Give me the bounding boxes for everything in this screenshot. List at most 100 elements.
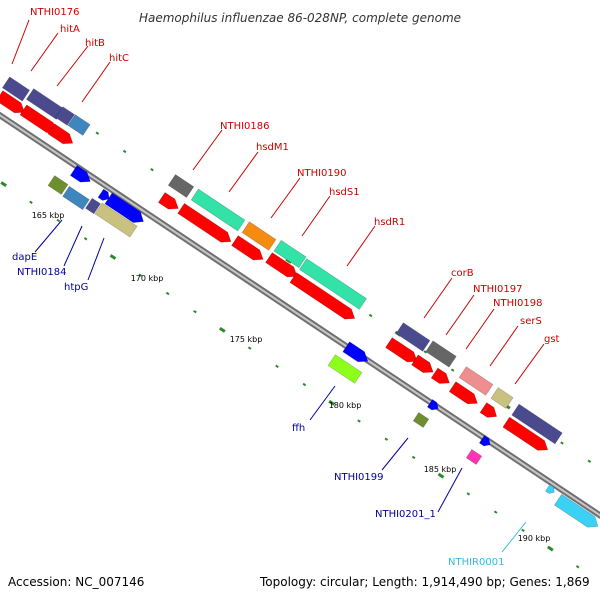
cds-arrow[interactable]	[430, 367, 453, 388]
gene-hitB-shape	[55, 106, 75, 126]
gene-label-hitC[interactable]: hitC	[109, 53, 129, 64]
gene-hsdS1[interactable]	[273, 239, 307, 269]
gene-hsdM1[interactable]	[190, 188, 246, 232]
gene-label-hsdR1[interactable]: hsdR1	[374, 217, 405, 228]
gene-reverse-shape	[342, 341, 369, 363]
gene-serS-shape	[490, 387, 514, 409]
gene-NTHI0197[interactable]	[425, 340, 457, 368]
accession-text: Accession: NC_007146	[8, 575, 144, 589]
gene-corB[interactable]	[395, 322, 431, 352]
gene-reverse-shape	[478, 435, 491, 447]
cds-arrow[interactable]	[289, 272, 358, 323]
gene-gst[interactable]	[511, 403, 563, 445]
minor-tick	[150, 168, 154, 172]
minor-tick	[560, 441, 564, 445]
gene-label-corB[interactable]: corB	[451, 268, 474, 279]
minor-tick	[521, 528, 525, 532]
scale-ticks	[0, 112, 592, 569]
gene-NTHI0176-shape	[1, 76, 31, 102]
cds-arrow[interactable]	[448, 381, 481, 409]
gene-NTHI0199[interactable]	[412, 412, 430, 428]
gene-label-NTHI0186[interactable]: NTHI0186	[220, 121, 270, 132]
gene-hsdR1[interactable]	[299, 258, 367, 310]
gene-label-hitA[interactable]: hitA	[60, 24, 80, 35]
rna-arrow[interactable]	[545, 484, 556, 495]
gene-reverse-shape	[69, 165, 91, 183]
gene-label-NTHI0176[interactable]: NTHI0176	[30, 7, 80, 18]
cds-arrow[interactable]	[157, 192, 181, 213]
gene-label-ffh[interactable]: ffh	[292, 423, 305, 434]
gene-label-NTHIR0001[interactable]: NTHIR0001	[448, 557, 504, 568]
cds-arrow[interactable]	[479, 402, 500, 422]
gene-NTHI0184-shape	[62, 185, 90, 211]
cds-arrow[interactable]	[265, 252, 301, 282]
minor-tick	[193, 310, 197, 314]
gene-label-NTHI0201_1[interactable]: NTHI0201_1	[375, 509, 436, 520]
cds-arrow-shape	[479, 402, 498, 418]
scale-label: 190 kbp	[518, 534, 551, 543]
gene-label-NTHI0198[interactable]: NTHI0198	[493, 298, 543, 309]
gene-dapE[interactable]	[47, 175, 69, 195]
gene-label-serS[interactable]: serS	[520, 316, 542, 327]
gene-hitB[interactable]	[55, 106, 75, 126]
cds-arrow[interactable]	[231, 235, 267, 265]
gene-label-hsdM1[interactable]: hsdM1	[256, 142, 289, 153]
minor-tick	[493, 510, 498, 514]
gene-NTHI0184[interactable]	[62, 185, 90, 211]
gene-label-hsdS1[interactable]: hsdS1	[329, 187, 360, 198]
cds-arrow[interactable]	[47, 123, 76, 148]
rna-leader-line	[501, 521, 527, 553]
gene-label-gst[interactable]: gst	[544, 334, 560, 345]
gene-NTHI0201_1[interactable]	[465, 449, 483, 465]
cds-arrow[interactable]	[502, 416, 551, 455]
minor-tick	[29, 200, 33, 204]
gene-reverse[interactable]	[104, 192, 147, 227]
minor-tick	[423, 350, 428, 354]
gene-hitC[interactable]	[67, 114, 91, 136]
gene-label-hitB[interactable]: hitB	[85, 38, 105, 49]
cds-arrow[interactable]	[411, 354, 437, 377]
gene-NTHI0198[interactable]	[458, 366, 494, 396]
major-tick	[0, 181, 7, 188]
gene-hsdM1-shape	[190, 188, 246, 232]
gene-htpG[interactable]	[94, 202, 138, 238]
gene-label-NTHI0199[interactable]: NTHI0199	[334, 472, 384, 483]
gene-NTHI0184b[interactable]	[85, 197, 101, 215]
gene-serS[interactable]	[490, 387, 514, 409]
minor-tick	[587, 459, 592, 463]
gene-ffh[interactable]	[327, 354, 363, 384]
major-tick	[547, 545, 554, 552]
genome-summary-text: Topology: circular; Length: 1,914,490 bp…	[259, 575, 590, 589]
gene-reverse[interactable]	[478, 435, 492, 448]
gene-label-NTHI0184[interactable]: NTHI0184	[17, 267, 67, 278]
gene-reverse[interactable]	[342, 341, 371, 366]
cds-arrow-shape	[0, 90, 25, 114]
gene-NTHI0186[interactable]	[167, 174, 195, 198]
rna-NTHIR0001[interactable]	[554, 493, 600, 531]
gene-label-dapE[interactable]: dapE	[12, 252, 37, 263]
gene-corB-shape	[395, 322, 431, 352]
scale-label: 165 kbp	[32, 211, 65, 220]
gene-reverse[interactable]	[426, 399, 440, 412]
cds-arrow[interactable]	[385, 337, 421, 367]
gene-reverse-shape	[97, 188, 110, 201]
cds-arrow-shape	[231, 235, 264, 261]
cds-arrow[interactable]	[177, 202, 235, 246]
cds-arrow[interactable]	[0, 90, 28, 118]
cds-arrow-shape	[47, 123, 74, 145]
cds-arrow-shape	[385, 337, 418, 363]
minor-tick	[466, 492, 471, 496]
gene-label-htpG[interactable]: htpG	[64, 282, 88, 293]
gene-NTHI0176[interactable]	[1, 76, 31, 102]
minor-tick	[165, 291, 170, 296]
gene-reverse[interactable]	[97, 188, 112, 203]
genome-backbone-highlight	[0, 114, 600, 517]
gene-NTHI0190[interactable]	[241, 221, 277, 251]
gene-label-NTHI0197[interactable]: NTHI0197	[473, 284, 523, 295]
rna-arrow-shape	[545, 484, 555, 494]
gene-label-NTHI0190[interactable]: NTHI0190	[297, 168, 347, 179]
gene-reverse[interactable]	[69, 165, 93, 186]
gene-reverse-shape	[426, 399, 439, 411]
gene-NTHI0184b-shape	[85, 197, 101, 215]
